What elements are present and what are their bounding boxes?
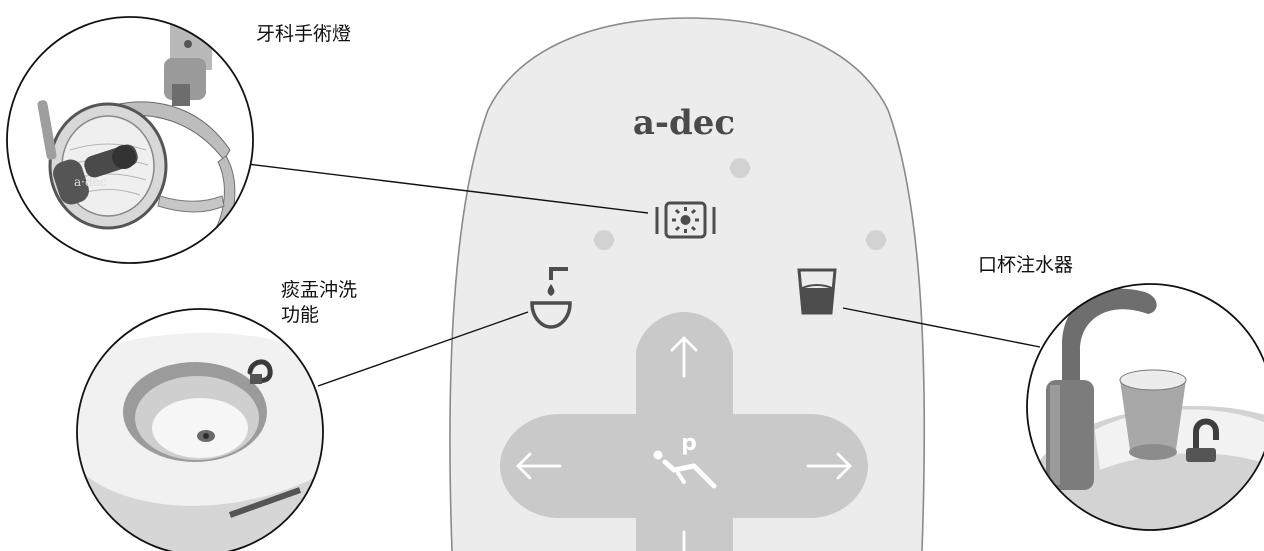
- dental-light-label: 牙科手術燈: [256, 23, 352, 45]
- leader-line-light: [238, 162, 649, 214]
- cup-fill-indicator-led: [866, 230, 886, 250]
- cup-filler-detail: [1026, 283, 1264, 531]
- arrow-left-icon[interactable]: [516, 452, 562, 480]
- chair-position-icon[interactable]: p: [653, 431, 717, 489]
- light-icon[interactable]: [655, 201, 716, 239]
- arrow-right-icon[interactable]: [806, 452, 852, 480]
- leader-line-cuspidor: [317, 311, 529, 387]
- cuspidor-rinse-label-line-2: 功能: [281, 304, 320, 326]
- dental-light-detail: a·dec: [6, 16, 254, 264]
- svg-text:a·dec: a·dec: [74, 175, 107, 189]
- touchpad-panel: a-dec: [449, 17, 926, 551]
- program-key-label: p: [681, 431, 697, 456]
- chair-touchpad: [500, 312, 868, 551]
- cuspidor-rinse-label-line-1: 痰盂沖洗: [281, 279, 358, 301]
- cuspidor-indicator-led: [594, 230, 614, 250]
- light-indicator-led: [730, 158, 750, 178]
- cuspidor-detail: [76, 308, 324, 551]
- cup-filler-label: 口杯注水器: [978, 254, 1074, 276]
- cup-fill-icon[interactable]: [797, 268, 837, 315]
- arrow-up-icon[interactable]: [670, 336, 698, 378]
- brand-logo: a-dec: [633, 103, 735, 143]
- cuspidor-icon[interactable]: [530, 267, 572, 329]
- leader-line-cup: [842, 307, 1041, 348]
